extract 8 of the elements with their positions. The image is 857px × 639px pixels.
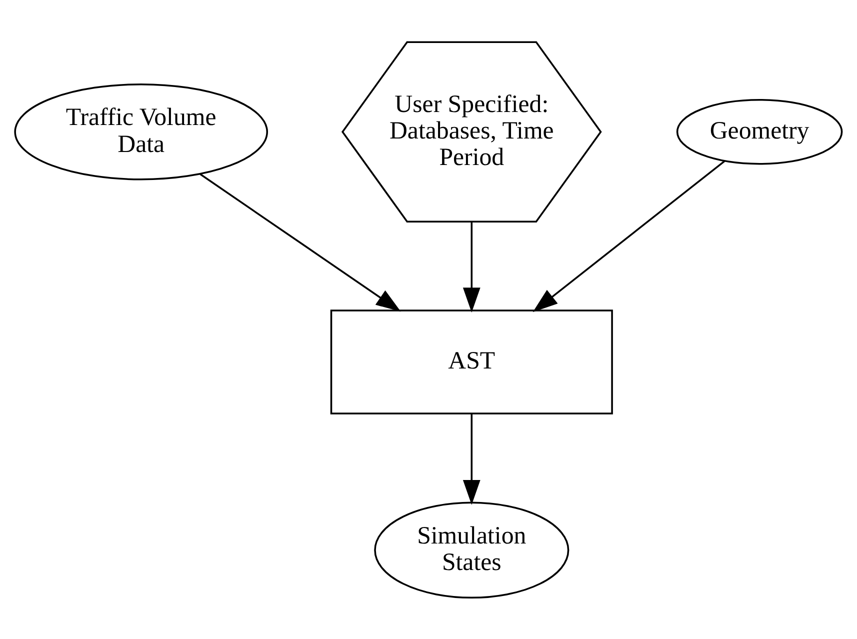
arrow xyxy=(532,160,726,312)
node-ellipse: Geometry xyxy=(676,98,843,164)
arrow xyxy=(462,221,480,312)
node-ellipse: Simulation States xyxy=(374,501,570,598)
node-ellipse: Traffic Volume Data xyxy=(14,82,268,180)
arrow xyxy=(200,172,401,312)
node-box: AST xyxy=(330,309,613,414)
arrow xyxy=(462,413,480,504)
